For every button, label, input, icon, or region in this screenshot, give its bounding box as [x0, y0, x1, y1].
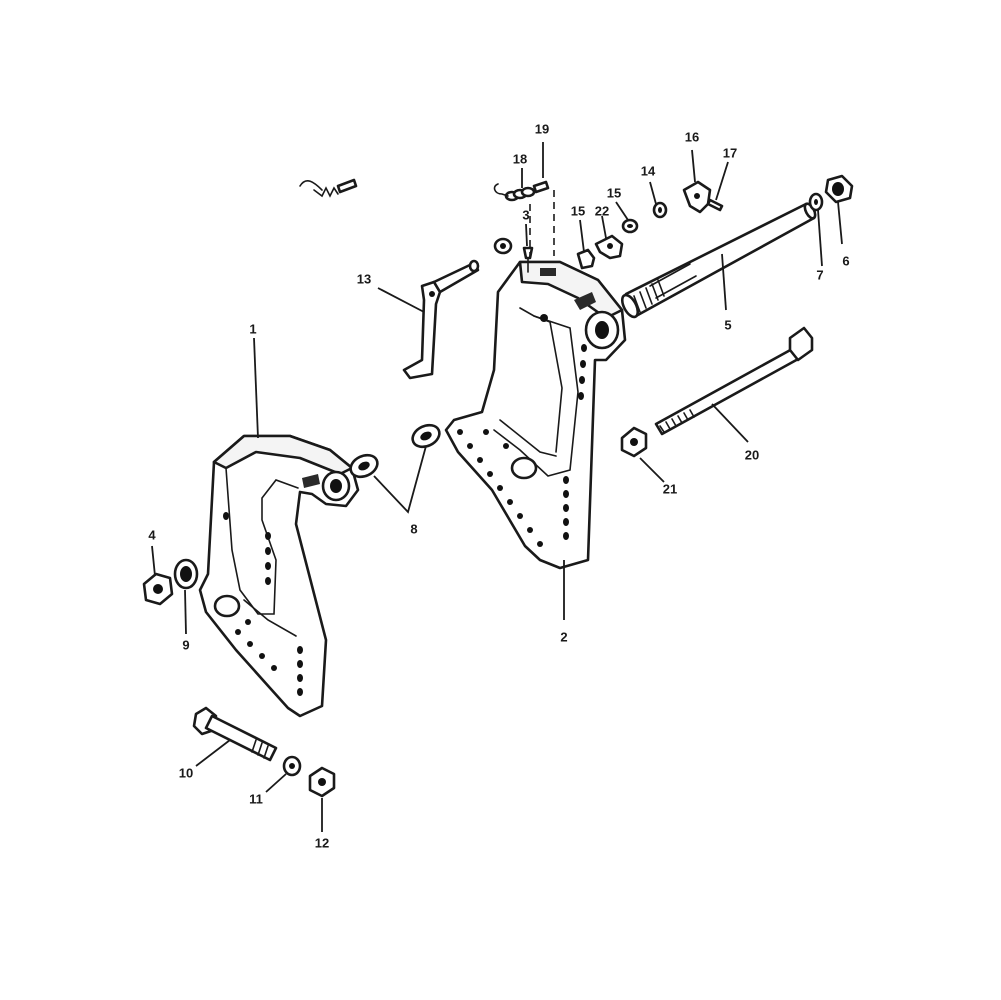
callout-10: 10: [179, 765, 193, 780]
callout-18: 18: [513, 151, 527, 166]
leader-lines: [151, 142, 843, 832]
part-12-nut: [308, 766, 336, 798]
part-17-pin: [706, 198, 724, 212]
callout-17: 17: [723, 145, 737, 160]
part-2-clamp-bracket: [444, 260, 627, 570]
part-9-lock-nut: [173, 558, 199, 590]
part-10-bolt: [192, 706, 278, 762]
part-8-washers: [349, 423, 441, 479]
part-16-lock: [682, 180, 712, 214]
callout-16: 16: [685, 129, 699, 144]
callout-19: 19: [535, 121, 549, 136]
callout-2: 2: [560, 629, 567, 644]
bushing: [493, 237, 513, 255]
callout-15a: 15: [571, 203, 585, 218]
callout-13: 13: [357, 271, 371, 286]
part-6-nut: [824, 174, 854, 204]
part-21-nut: [620, 426, 648, 458]
part-18-spring: [299, 179, 339, 198]
callout-15b: 15: [607, 185, 621, 200]
callout-21: 21: [663, 481, 677, 496]
callout-1: 1: [249, 321, 256, 336]
part-11-washer: [282, 755, 302, 777]
callout-11: 11: [249, 791, 263, 806]
part-22-clip: [594, 234, 624, 260]
spring-coil: [493, 180, 550, 202]
part-15-collar: [621, 218, 639, 234]
callout-20: 20: [745, 447, 759, 462]
part-13-tilt-lever: [402, 259, 480, 380]
callout-8: 8: [410, 521, 417, 536]
callout-12: 12: [315, 835, 329, 850]
part-5-tilt-tube: [620, 202, 817, 319]
part-14-washer: [652, 201, 668, 219]
part-1-clamp-bracket: [198, 434, 360, 718]
part-19-pin: [336, 178, 358, 194]
callout-4: 4: [148, 527, 156, 542]
part-20-long-bolt: [654, 326, 814, 436]
part-4-nut: [142, 572, 174, 606]
callout-5: 5: [724, 317, 731, 332]
callout-9: 9: [182, 637, 189, 652]
part-15-bushing: [576, 248, 596, 270]
callout-22: 22: [595, 203, 609, 218]
part-7-washer: [808, 192, 824, 212]
callout-6: 6: [842, 253, 849, 268]
callout-3: 3: [522, 207, 529, 222]
callout-7: 7: [816, 267, 823, 282]
callout-14: 14: [641, 163, 656, 178]
